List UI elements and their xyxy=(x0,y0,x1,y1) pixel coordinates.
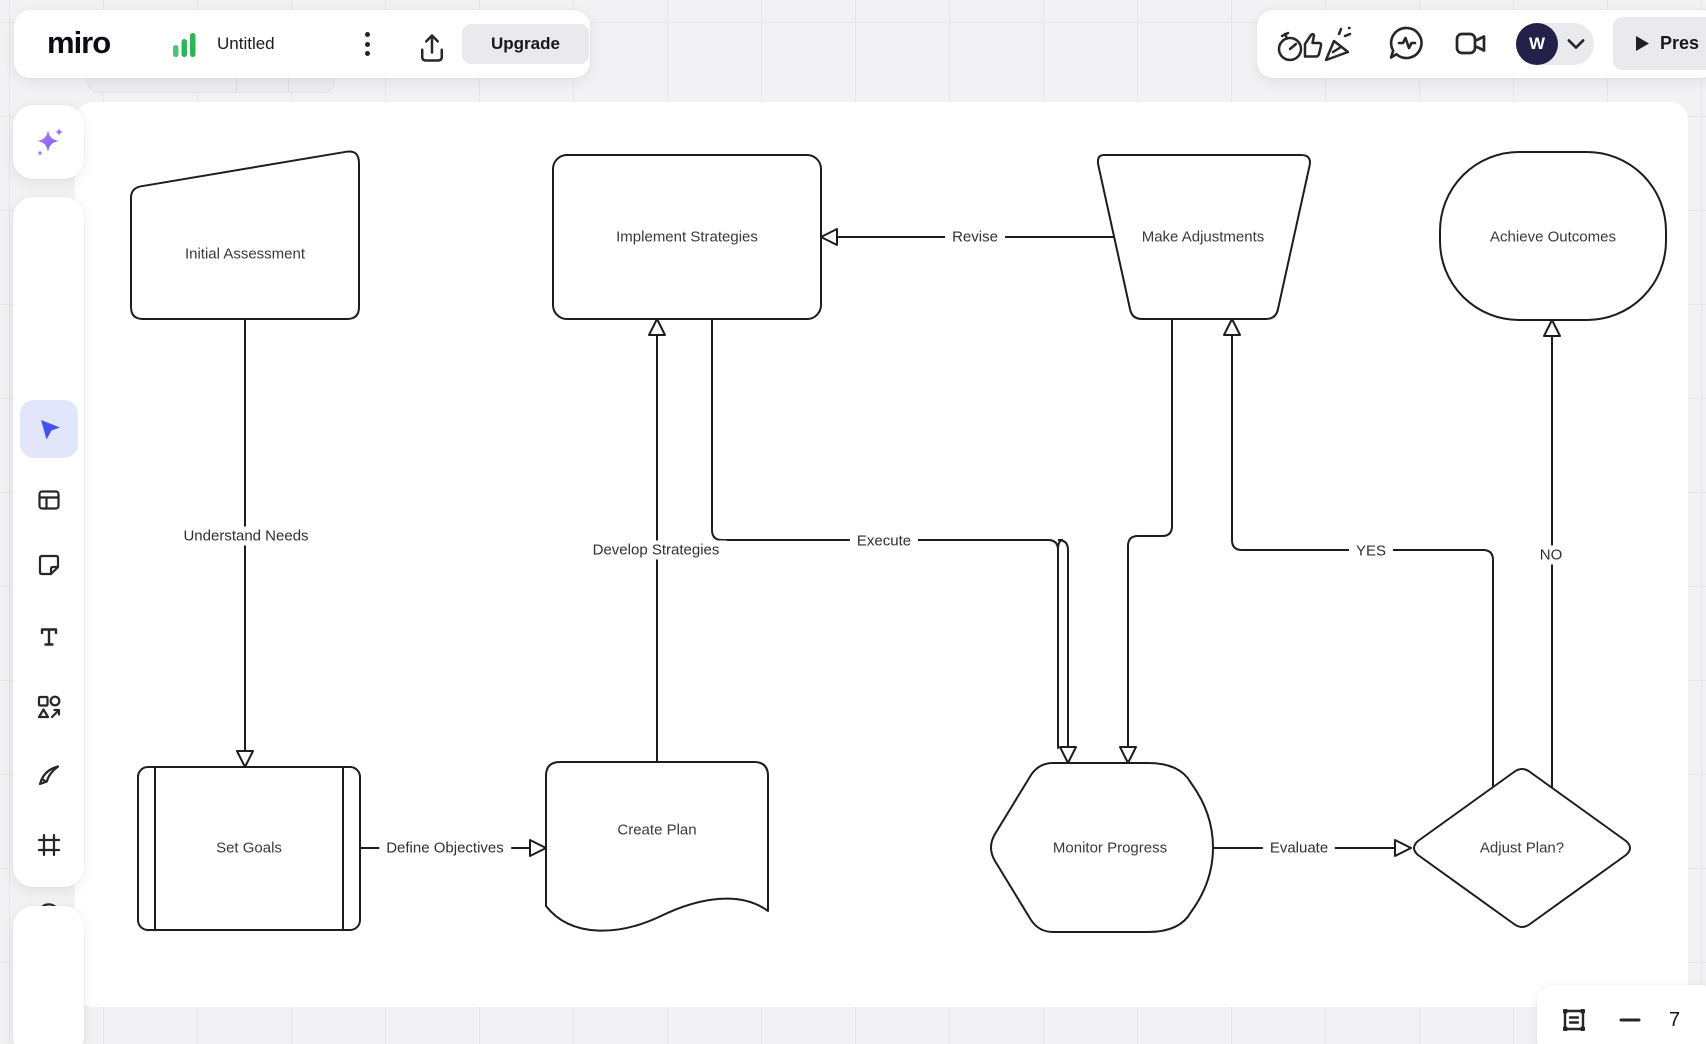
tool-pen[interactable] xyxy=(27,753,71,797)
connector-label-evaluate[interactable]: Evaluate xyxy=(1262,838,1336,858)
connector-label-revise[interactable]: Revise xyxy=(945,227,1005,247)
node-label-make-adjustments[interactable]: Make Adjustments xyxy=(1141,228,1265,246)
shapes-icon xyxy=(37,695,60,719)
shape-initial-assessment[interactable] xyxy=(130,150,360,320)
cursor-icon xyxy=(40,420,60,440)
zoom-out-button[interactable] xyxy=(1617,1007,1643,1033)
connector-label-execute[interactable]: Execute xyxy=(849,531,919,551)
bar-chart-icon xyxy=(172,32,198,63)
node-label-adjust-plan[interactable]: Adjust Plan? xyxy=(1479,839,1565,857)
arrowhead-right xyxy=(529,839,547,857)
node-label-initial-assessment[interactable]: Initial Assessment xyxy=(184,245,306,263)
connector-label-define-objectives[interactable]: Define Objectives xyxy=(379,838,511,858)
avatar[interactable]: W xyxy=(1516,23,1558,65)
ai-assist-button[interactable] xyxy=(13,105,84,179)
tool-shapes[interactable] xyxy=(27,685,71,729)
miro-logo[interactable]: miro xyxy=(47,25,111,60)
minus-icon xyxy=(1619,1018,1641,1022)
tool-frame[interactable] xyxy=(27,823,71,867)
frame-icon xyxy=(37,833,60,857)
tool-sticky-note[interactable] xyxy=(27,543,71,587)
node-label-implement-strategies[interactable]: Implement Strategies xyxy=(616,228,758,246)
arrowhead-up xyxy=(1223,318,1241,336)
stopwatch-thumb-confetti-icon[interactable] xyxy=(1275,10,1353,78)
node-label-create-plan[interactable]: Create Plan xyxy=(617,821,697,839)
tool-templates[interactable] xyxy=(27,478,71,522)
zoom-controls: 7 xyxy=(1537,985,1706,1044)
chevron-down-icon xyxy=(1567,39,1585,49)
fit-frame-icon[interactable] xyxy=(1557,1003,1591,1037)
arrowhead-down xyxy=(1119,746,1137,764)
arrowhead-right xyxy=(1394,839,1412,857)
pen-icon xyxy=(38,765,59,786)
ai-sparkle-icon xyxy=(36,128,63,156)
present-button[interactable]: Pres xyxy=(1613,17,1706,70)
connector-label-understand-needs[interactable]: Understand Needs xyxy=(176,526,316,546)
zoom-level[interactable]: 7 xyxy=(1669,1008,1681,1031)
shape-make-adjustments[interactable] xyxy=(1096,154,1311,320)
connector-make-adjustments-monitor[interactable] xyxy=(1127,318,1173,749)
node-label-achieve-outcomes[interactable]: Achieve Outcomes xyxy=(1490,228,1616,246)
text-icon xyxy=(40,628,57,646)
upgrade-button[interactable]: Upgrade xyxy=(462,24,589,64)
history-sidebar xyxy=(13,906,84,1044)
connector-label-develop-strategies[interactable]: Develop Strategies xyxy=(585,540,727,560)
top-toolbar: miro Untitled Upgrade xyxy=(14,10,590,78)
shape-adjust-plan[interactable] xyxy=(1413,768,1631,928)
shape-create-plan[interactable] xyxy=(545,761,769,932)
node-label-monitor-progress[interactable]: Monitor Progress xyxy=(1052,839,1168,857)
kebab-menu-icon[interactable] xyxy=(356,28,378,60)
play-icon xyxy=(1636,36,1649,51)
connector-label-yes[interactable]: YES xyxy=(1348,541,1394,561)
present-label: Pres xyxy=(1660,33,1700,53)
shape-monitor-progress[interactable] xyxy=(990,762,1214,933)
sticky-note-icon xyxy=(38,554,59,576)
arrowhead-down xyxy=(236,750,254,768)
tool-text[interactable] xyxy=(27,615,71,659)
board-title[interactable]: Untitled xyxy=(217,34,275,53)
arrowhead-up xyxy=(1543,319,1561,337)
node-label-set-goals[interactable]: Set Goals xyxy=(216,839,282,857)
video-camera-icon[interactable] xyxy=(1453,10,1491,78)
templates-icon xyxy=(37,490,60,510)
chat-pulse-icon[interactable] xyxy=(1385,10,1429,78)
tools-sidebar xyxy=(13,197,84,1044)
top-right-toolbar: W Pres xyxy=(1257,10,1706,78)
arrowhead-down xyxy=(1059,746,1077,764)
share-upload-icon[interactable] xyxy=(416,32,448,69)
account-menu[interactable]: W xyxy=(1516,23,1594,65)
connector-label-no[interactable]: NO xyxy=(1532,545,1570,565)
arrowhead-up xyxy=(648,318,666,336)
tool-select[interactable] xyxy=(19,400,78,458)
arrowhead-left xyxy=(820,228,838,246)
